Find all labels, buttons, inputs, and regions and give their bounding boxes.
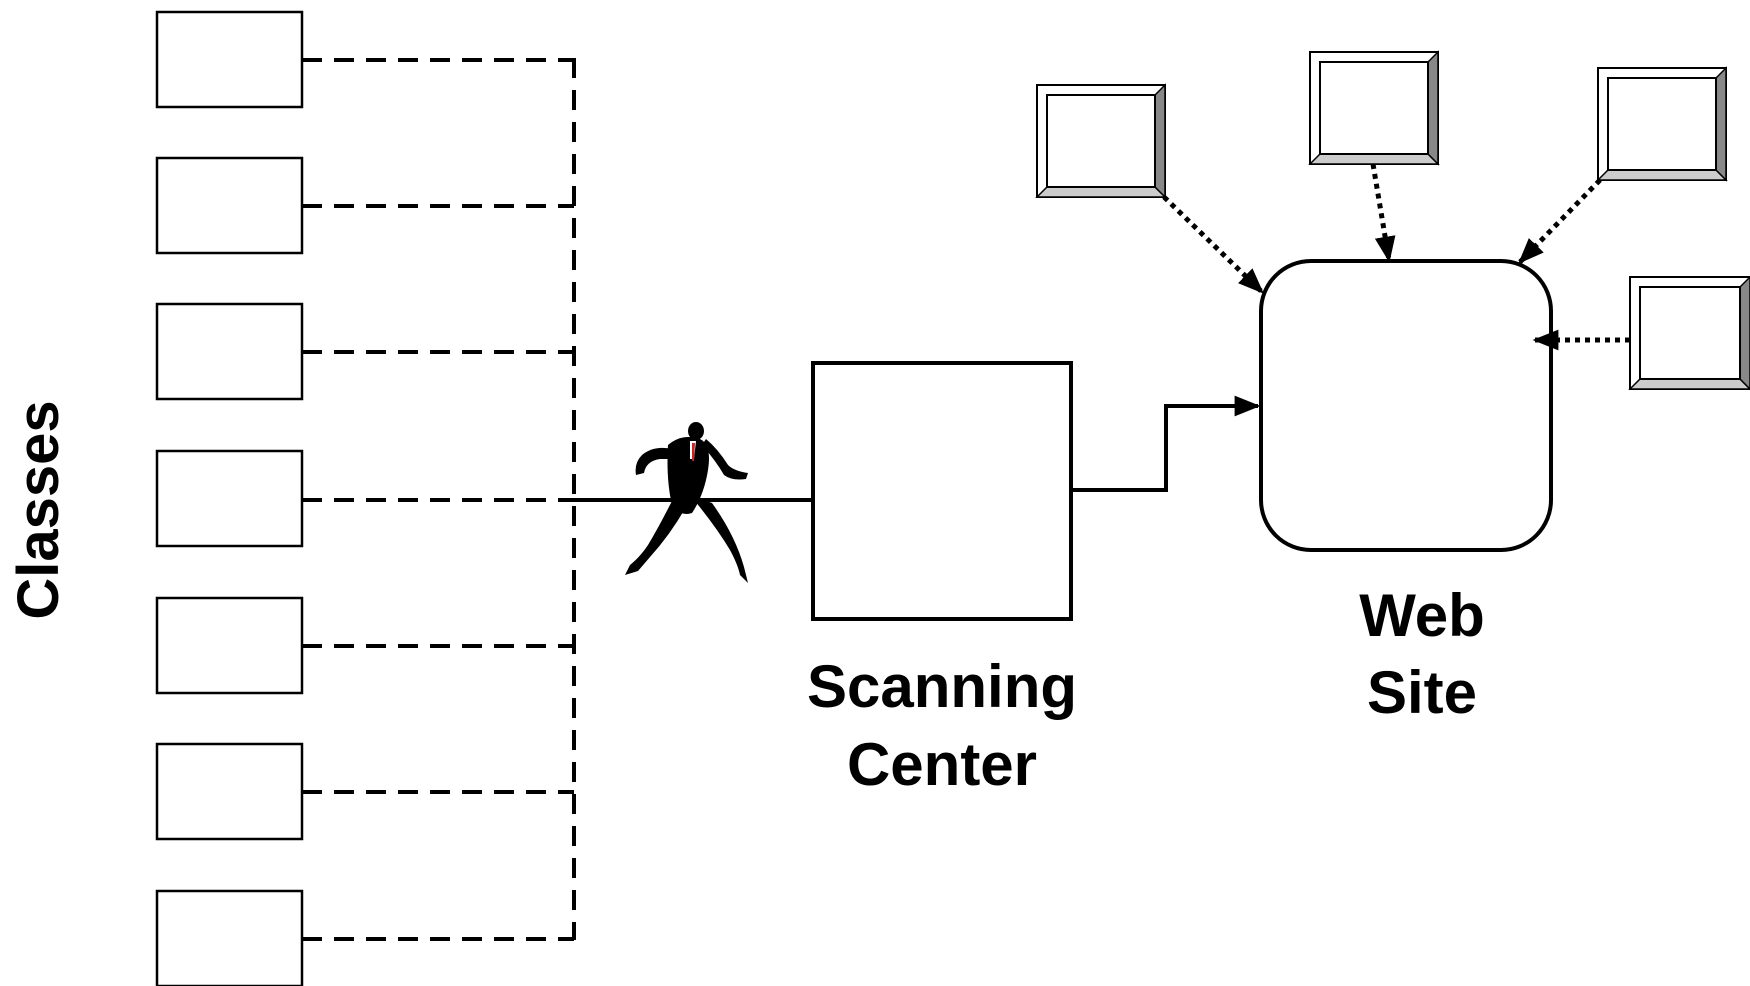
computer-monitor-icon [1628,275,1750,391]
computer-monitor-icon [1035,83,1167,199]
monitors-group [1035,50,1750,391]
scanner-to-website-connector [1071,395,1261,492]
computer-monitor-icon [1308,50,1440,166]
class-box [155,156,304,255]
class-box [155,742,304,841]
class-box [155,302,304,401]
monitor-to-website-arrow [1518,178,1602,264]
website-label-line1: Web [1359,582,1485,649]
website-box [1259,259,1553,552]
classes-label: Classes [6,400,71,619]
website-label-line2: Site [1367,659,1477,726]
computer-monitor-icon [1596,66,1728,182]
class-box [155,889,304,986]
monitor-to-website-arrow [1162,195,1264,294]
scanning-center-box [811,361,1073,621]
class-box [155,10,304,109]
scanning-center-label-line2: Center [847,731,1037,798]
monitor-to-website-arrow [1370,163,1396,263]
class-box [155,449,304,548]
scanning-center-label-line1: Scanning [807,653,1077,720]
running-businessman-icon [625,422,748,583]
class-box [155,596,304,695]
class-boxes-group [155,10,574,986]
